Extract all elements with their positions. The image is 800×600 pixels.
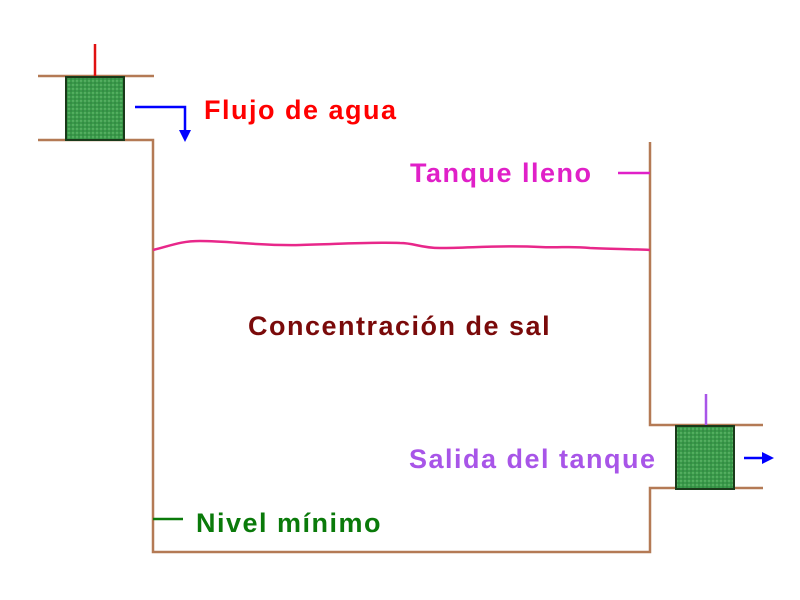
- valve-icon: [675, 425, 735, 490]
- min-level-label: Nivel mínimo: [196, 508, 382, 538]
- arrow-down-icon: [135, 105, 187, 132]
- valve-icon: [65, 76, 125, 141]
- full-tank-label: Tanque lleno: [410, 158, 593, 188]
- concentration-label: Concentración de sal: [248, 311, 551, 341]
- tank-right-wall: [648, 142, 763, 427]
- inflow-label: Flujo de agua: [204, 95, 398, 125]
- outlet-label: Salida del tanque: [409, 444, 657, 474]
- arrow-down-head: [179, 130, 191, 142]
- arrow-right-head: [762, 452, 774, 464]
- water-surface: [152, 239, 651, 252]
- tank-left-wall: [38, 138, 763, 554]
